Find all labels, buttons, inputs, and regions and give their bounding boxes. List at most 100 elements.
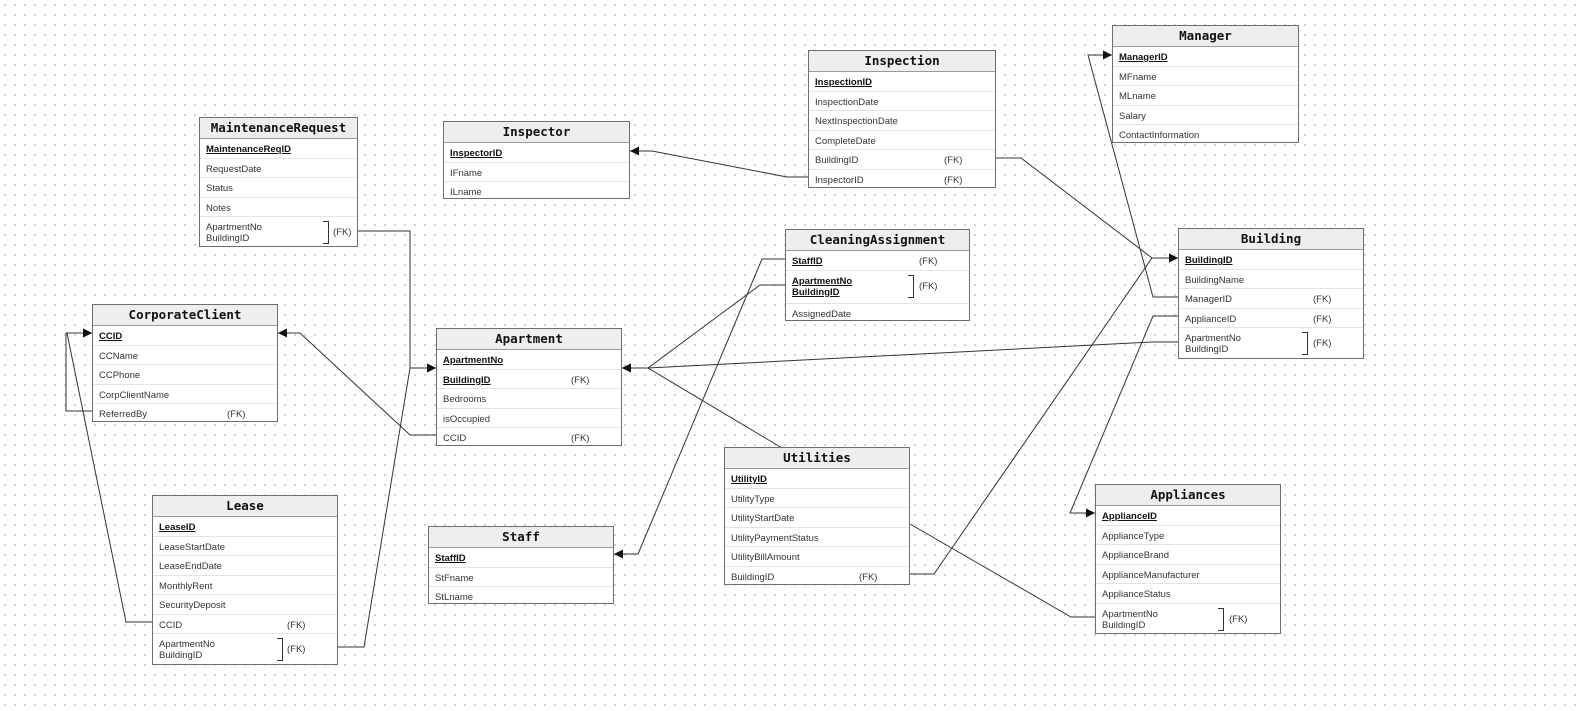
attribute-field: ApplianceType [1102, 530, 1165, 542]
foreign-key-field: BuildingID [731, 571, 775, 583]
entity-staff[interactable]: Staff StaffID StFname StLname [428, 526, 614, 604]
field-row: ApartmentNo [437, 350, 621, 370]
field-row: ContactInformation [1113, 125, 1298, 145]
rel-inspection-building [996, 157, 1178, 263]
entity-appliances[interactable]: Appliances ApplianceID ApplianceType App… [1095, 484, 1281, 634]
entity-title: Utilities [725, 448, 909, 469]
field-row: MaintenanceReqID [200, 139, 357, 159]
field-row: StFname [429, 568, 613, 587]
field-row: InspectorID [444, 143, 629, 163]
field-row: ApplianceID [1096, 506, 1280, 526]
field-row: SecurityDeposit [153, 595, 337, 615]
rel-inspection-inspector [630, 146, 808, 178]
field-row: ReferredBy (FK) [93, 404, 277, 424]
field-row: StLname [429, 587, 613, 607]
rel-appliances-utilities [909, 523, 1095, 618]
attribute-field: Status [206, 183, 233, 194]
attribute-field: Salary [1119, 110, 1146, 122]
entity-building[interactable]: Building BuildingID BuildingName Manager… [1178, 228, 1364, 359]
field-row: UtilityPaymentStatus [725, 528, 909, 547]
fk-marker: (FK) [571, 433, 590, 444]
fk-marker: (FK) [287, 644, 306, 655]
attribute-field: ApplianceManufacturer [1102, 569, 1200, 581]
entity-utilities[interactable]: Utilities UtilityID UtilityType UtilityS… [724, 447, 910, 585]
foreign-key-field: BuildingID [815, 155, 859, 166]
attribute-field: CompleteDate [815, 135, 876, 147]
field-row: ApplianceManufacturer [1096, 565, 1280, 584]
composite-foreign-key-field: ApartmentNo BuildingID [206, 222, 262, 244]
composite-bracket [323, 221, 329, 244]
rel-apartment-corporate [278, 328, 436, 436]
rel-maintenance-apartment [358, 230, 436, 373]
primary-key-field: BuildingID [443, 374, 491, 386]
field-row: InspectionDate [809, 92, 995, 111]
entity-inspector[interactable]: Inspector InspectorID IFname ILname [443, 121, 630, 199]
attribute-field: CorpClientName [99, 389, 170, 401]
composite-bracket [277, 638, 283, 661]
field-row: CompleteDate [809, 131, 995, 150]
field-row: ApartmentNo BuildingID (FK) [153, 634, 337, 667]
fk-marker: (FK) [333, 227, 352, 238]
field-row: Status [200, 178, 357, 198]
field-row: ApartmentNo BuildingID (FK) [1179, 328, 1363, 361]
field-row: Salary [1113, 106, 1298, 125]
fk-marker: (FK) [1313, 338, 1332, 349]
field-row: ApartmentNo BuildingID (FK) [200, 217, 357, 250]
composite-bracket [1218, 607, 1224, 631]
attribute-field: ContactInformation [1119, 130, 1200, 141]
entity-apartment[interactable]: Apartment ApartmentNo BuildingID (FK) Be… [436, 328, 622, 446]
entity-inspection[interactable]: Inspection InspectionID InspectionDate N… [808, 50, 996, 188]
attribute-field: StFname [435, 572, 474, 584]
entity-manager[interactable]: Manager ManagerID MFname MLname Salary C… [1112, 25, 1299, 143]
field-row: NextInspectionDate [809, 111, 995, 131]
attribute-field: SecurityDeposit [159, 600, 226, 611]
entity-lease[interactable]: Lease LeaseID LeaseStartDate LeaseEndDat… [152, 495, 338, 665]
fk-marker: (FK) [859, 571, 878, 583]
field-row: UtilityStartDate [725, 508, 909, 528]
attribute-field: CCName [99, 350, 139, 362]
attribute-field: LeaseStartDate [159, 541, 226, 553]
field-row: UtilityID [725, 469, 909, 489]
fk-marker: (FK) [227, 409, 246, 420]
entity-title: Lease [153, 496, 337, 517]
field-row: ApplianceID (FK) [1179, 309, 1363, 328]
attribute-field: StLname [435, 592, 474, 603]
field-row: AssignedDate [786, 304, 969, 324]
foreign-key-field: ApplianceID [1185, 313, 1237, 325]
field-row: ApplianceStatus [1096, 584, 1280, 604]
field-row: StaffID (FK) [786, 251, 969, 271]
primary-key-field: MaintenanceReqID [206, 144, 291, 155]
primary-key-field: LeaseID [159, 522, 196, 533]
field-row: ManagerID (FK) [1179, 289, 1363, 309]
attribute-field: MonthlyRent [159, 580, 213, 592]
field-row: StaffID [429, 548, 613, 568]
field-row: BuildingID (FK) [809, 150, 995, 170]
entity-maintenance-request[interactable]: MaintenanceRequest MaintenanceReqID Requ… [199, 117, 358, 247]
primary-key-field: ApplianceID [1102, 511, 1157, 522]
attribute-field: AssignedDate [792, 308, 852, 320]
primary-key-field: UtilityID [731, 474, 767, 485]
fk-marker: (FK) [287, 619, 306, 631]
composite-key-field: ApartmentNo BuildingID [792, 275, 853, 298]
entity-corporate-client[interactable]: CorporateClient CCID CCName CCPhone Corp… [92, 304, 278, 422]
attribute-field: UtilityBillAmount [731, 552, 800, 563]
attribute-field: ApplianceBrand [1102, 550, 1170, 561]
entity-title: CleaningAssignment [786, 230, 969, 251]
entity-cleaning-assignment[interactable]: CleaningAssignment StaffID (FK) Apartmen… [785, 229, 970, 321]
attribute-field: BuildingName [1185, 274, 1245, 286]
composite-foreign-key-field: ApartmentNo BuildingID [1102, 608, 1158, 631]
entity-title: Appliances [1096, 485, 1280, 506]
attribute-field: NextInspectionDate [815, 116, 898, 127]
attribute-field: UtilityPaymentStatus [731, 532, 819, 544]
field-row: CCID (FK) [437, 428, 621, 448]
field-row: InspectorID (FK) [809, 170, 995, 190]
field-row: UtilityType [725, 489, 909, 508]
field-row: CCID [93, 326, 277, 346]
attribute-field: isOccupied [443, 413, 490, 425]
entity-title: Building [1179, 229, 1363, 250]
entity-title: Apartment [437, 329, 621, 350]
field-row: Bedrooms [437, 389, 621, 409]
field-row: BuildingID (FK) [437, 370, 621, 389]
entity-title: Inspector [444, 122, 629, 143]
field-row: LeaseStartDate [153, 537, 337, 556]
